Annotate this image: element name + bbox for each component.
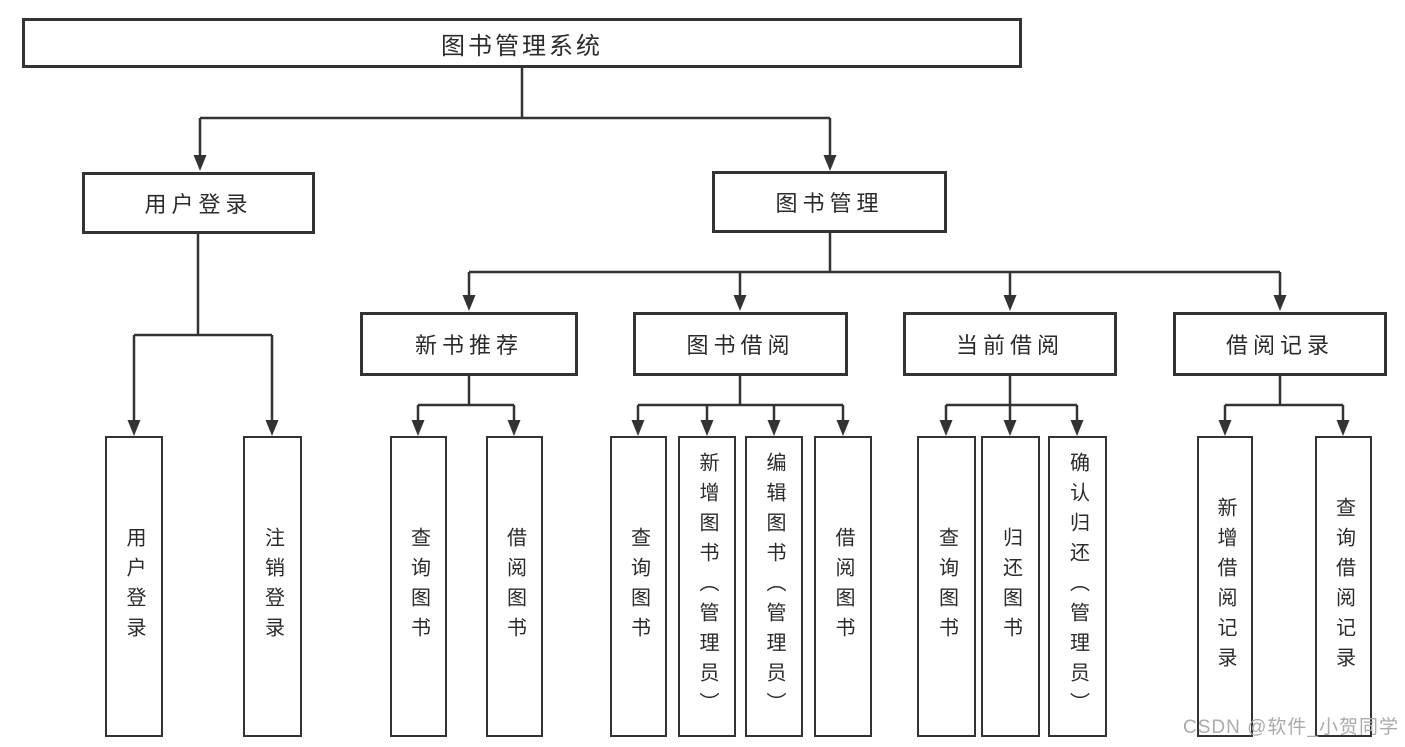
node-book-borrowing: 图书借阅 [633, 312, 848, 376]
leaf-borrowing-query-books: 查询图书 [610, 436, 667, 737]
leaf-return-books: 归还图书 [981, 436, 1040, 737]
leaf-logout-label: 注销登录 [261, 526, 284, 647]
csdn-watermark: CSDN @软件_小贺同学 [1183, 717, 1399, 738]
leaf-recommend-borrow-books-label: 借阅图书 [503, 526, 526, 647]
leaf-confirm-return-admin-label: 确认归还（管理员） [1066, 451, 1089, 722]
leaf-borrowing-borrow-books-label: 借阅图书 [832, 526, 854, 647]
leaf-recommend-query-books-label: 查询图书 [407, 526, 430, 647]
leaf-edit-books-admin-label: 编辑图书（管理员） [763, 451, 785, 722]
leaf-borrowing-query-books-label: 查询图书 [627, 526, 650, 647]
leaf-borrowing-borrow-books: 借阅图书 [814, 436, 872, 737]
leaf-add-borrow-record: 新增借阅记录 [1197, 436, 1253, 737]
node-new-book-recommend: 新书推荐 [360, 312, 578, 376]
arrow-heads [127, 155, 1350, 436]
leaf-current-query-books-label: 查询图书 [935, 526, 958, 647]
leaf-query-borrow-record: 查询借阅记录 [1315, 436, 1372, 737]
node-user-login: 用户登录 [82, 172, 315, 234]
leaf-current-query-books: 查询图书 [917, 436, 976, 737]
leaf-add-books-admin: 新增图书（管理员） [678, 436, 736, 737]
leaf-add-borrow-record-label: 新增借阅记录 [1214, 496, 1236, 677]
leaf-add-books-admin-label: 新增图书（管理员） [696, 451, 718, 722]
leaf-recommend-query-books: 查询图书 [390, 436, 447, 737]
leaf-query-borrow-record-label: 查询借阅记录 [1332, 496, 1355, 677]
leaf-user-login: 用户登录 [105, 436, 163, 737]
leaf-recommend-borrow-books: 借阅图书 [486, 436, 543, 737]
leaf-edit-books-admin: 编辑图书（管理员） [745, 436, 803, 737]
node-borrowing-records: 借阅记录 [1173, 312, 1387, 376]
leaf-logout: 注销登录 [243, 436, 302, 737]
leaf-confirm-return-admin: 确认归还（管理员） [1048, 436, 1107, 737]
leaf-user-login-label: 用户登录 [123, 526, 145, 647]
node-library-system: 图书管理系统 [22, 18, 1022, 68]
node-book-management: 图书管理 [712, 171, 947, 233]
node-current-borrowing: 当前借阅 [903, 312, 1117, 376]
leaf-return-books-label: 归还图书 [999, 526, 1022, 647]
